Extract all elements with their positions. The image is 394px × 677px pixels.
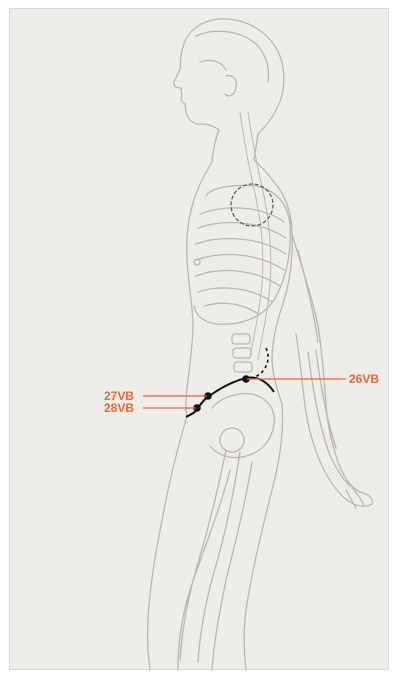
head-outline xyxy=(183,19,284,182)
spine xyxy=(248,112,271,360)
inner-leg-outline xyxy=(178,470,230,670)
rear-leg-outline xyxy=(244,404,282,670)
scapula-marker xyxy=(231,184,273,226)
inner-leg-outline-2 xyxy=(212,462,252,670)
point-26vb-label: 26VB xyxy=(349,372,379,386)
skull-detail xyxy=(196,31,269,82)
face-outline xyxy=(174,47,219,130)
ear xyxy=(225,76,236,96)
point-28vb-label: 28VB xyxy=(104,401,134,415)
skull-detail-2 xyxy=(200,60,226,70)
hip-joint xyxy=(220,428,244,452)
back-outline xyxy=(272,182,292,404)
pelvis xyxy=(210,394,274,458)
jaw xyxy=(212,130,219,162)
